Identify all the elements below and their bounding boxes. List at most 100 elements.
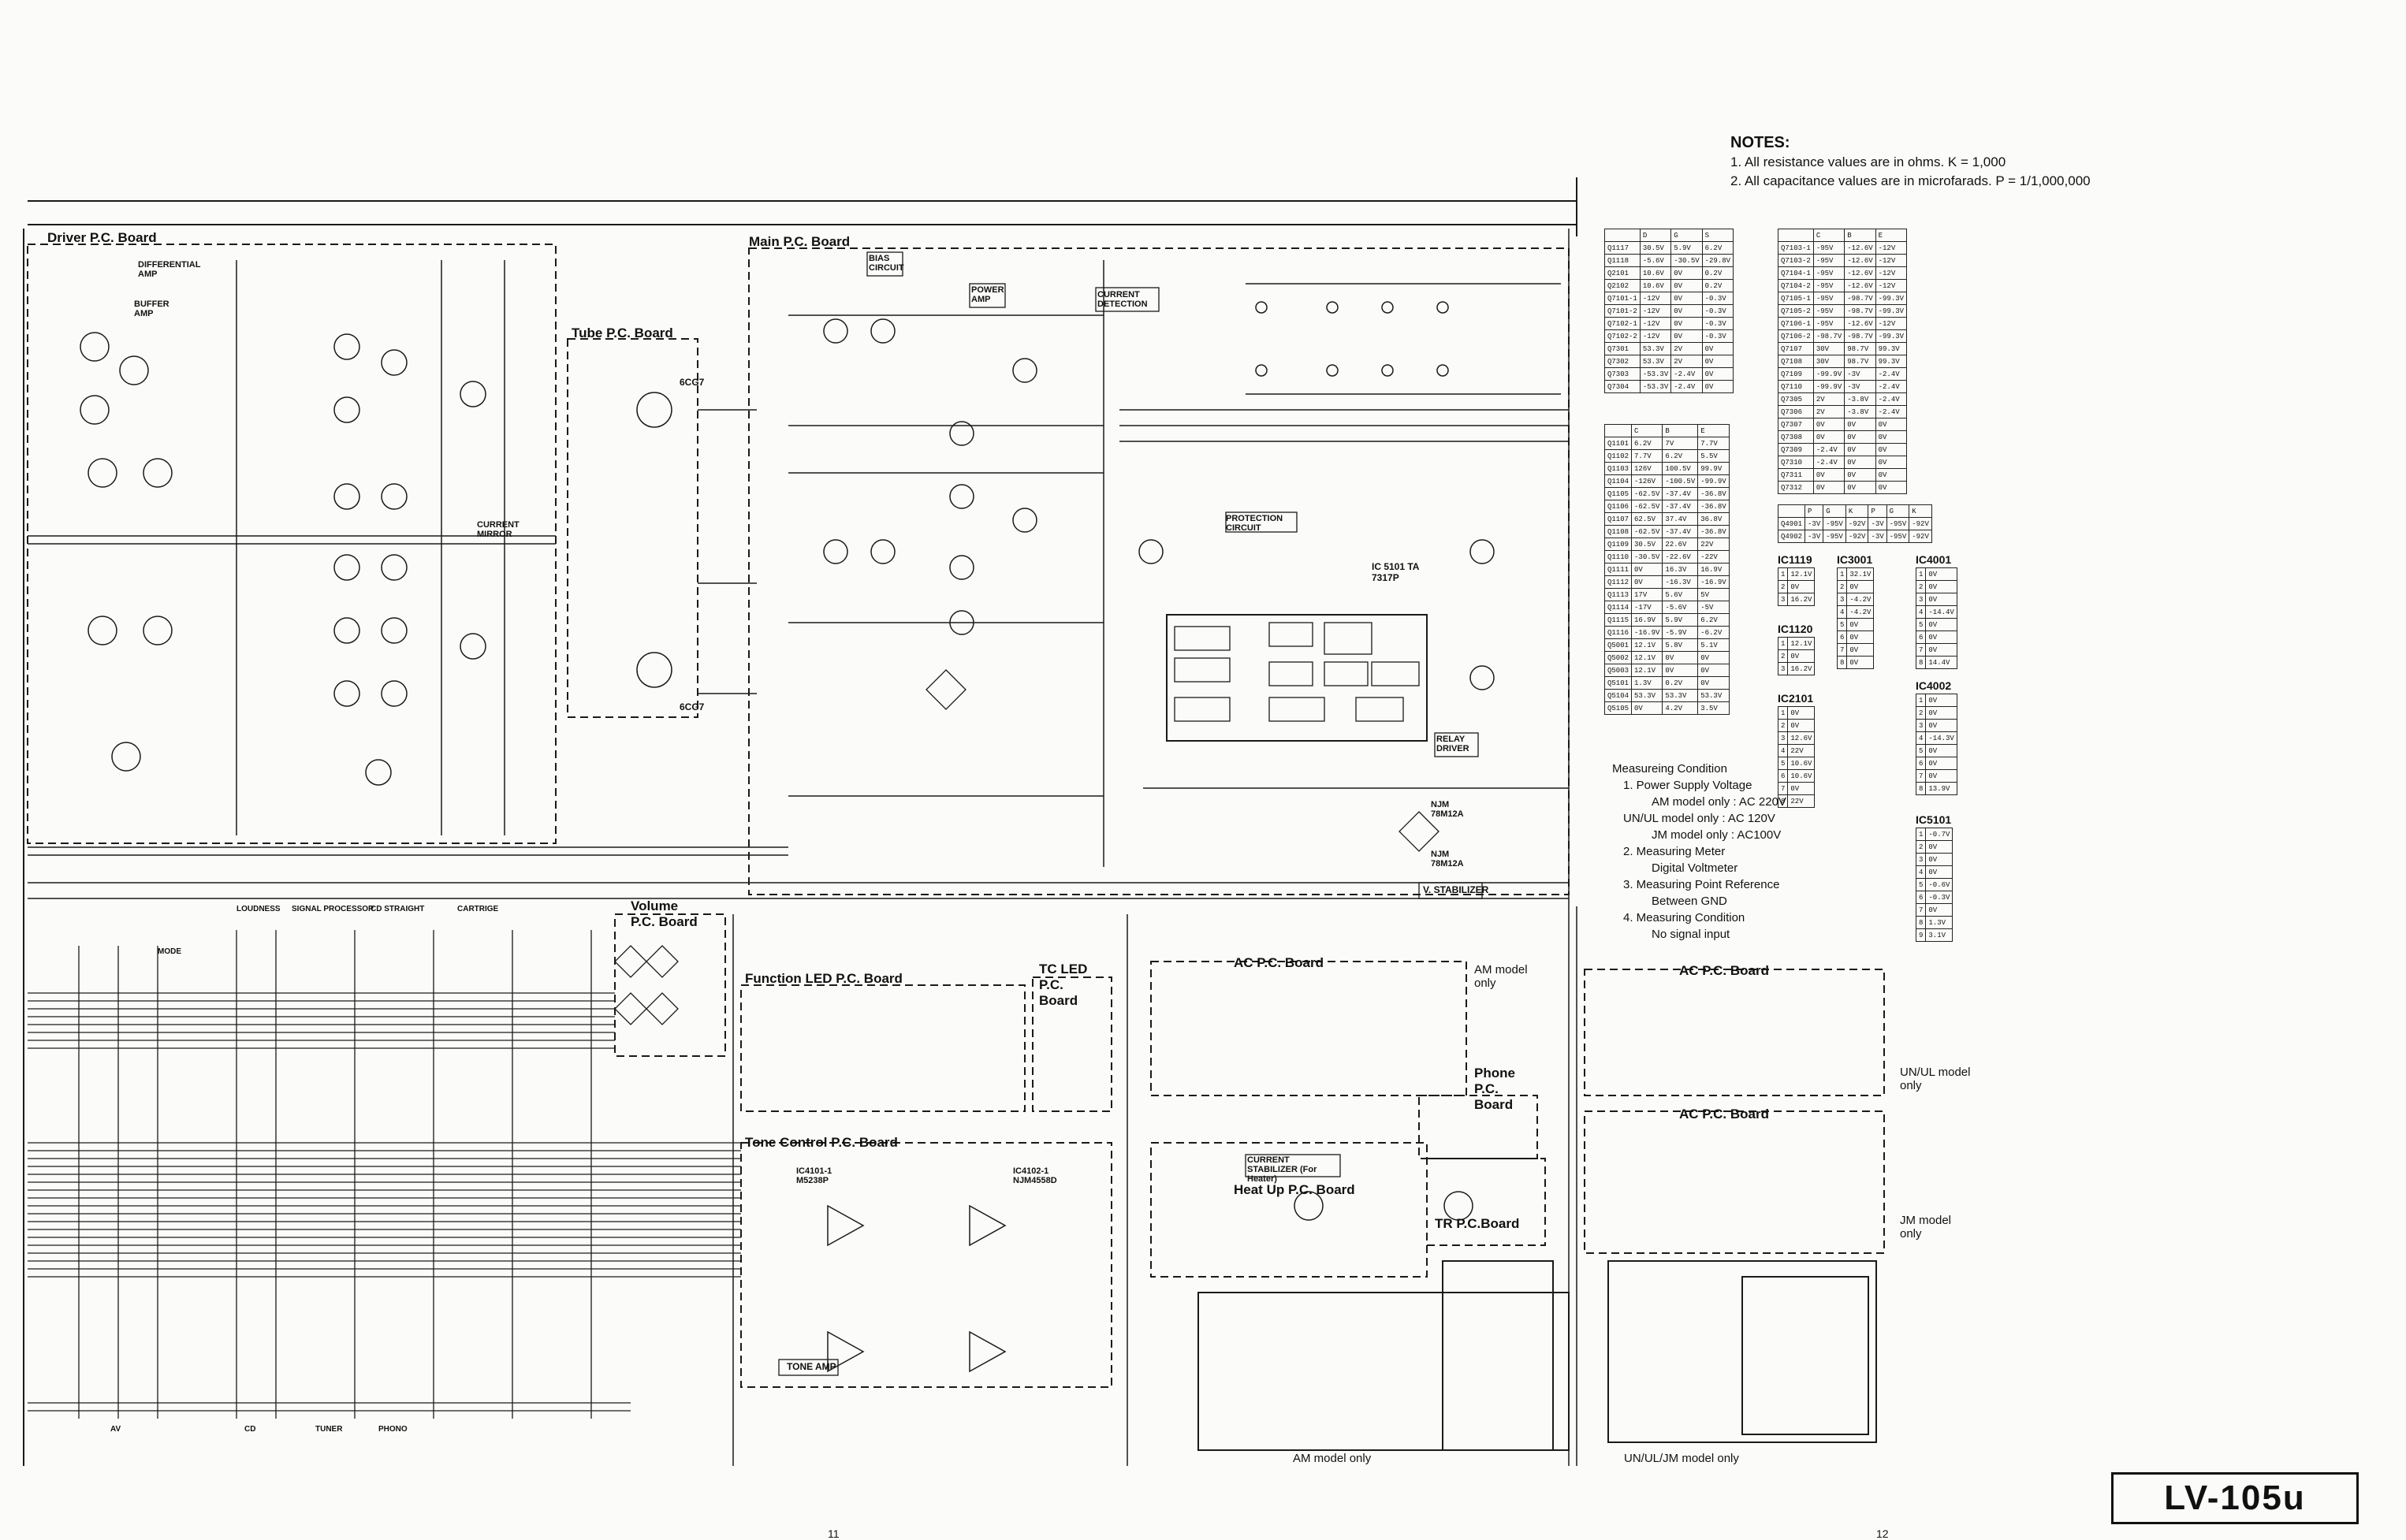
table-cell: 16.2V [1787, 662, 1816, 675]
table-cell: 10.6V [1787, 757, 1816, 770]
table-cell: -2.4V [1670, 367, 1703, 381]
table-cell: 98.7V [1844, 342, 1876, 355]
table-cell: 0V [1925, 694, 1957, 707]
table-cell: 0V [1697, 664, 1730, 677]
table-cell: -12.6V [1844, 317, 1876, 330]
tc-led-board-label: TC LED P.C. Board [1039, 962, 1088, 1008]
table-cell: -12V [1639, 329, 1672, 343]
main-board-label: Main P.C. Board [749, 234, 851, 249]
table-cell: Q1110 [1603, 550, 1633, 564]
table-cell: -12V [1639, 317, 1672, 330]
table-cell: -99.3V [1875, 292, 1908, 305]
table-cell: 4 [1836, 605, 1848, 619]
table-cell: Q5104 [1603, 689, 1633, 702]
am-model-only-top: AM model only [1474, 963, 1528, 990]
table-cell: 0V [1787, 719, 1816, 732]
table-cell: 0V [1875, 481, 1908, 494]
table-cell: Q4901 [1777, 517, 1806, 530]
table-cell: -12.6V [1844, 254, 1876, 267]
table-cell: Q1112 [1603, 575, 1633, 589]
table-cell: Q7107 [1778, 342, 1814, 355]
table-row: Q7106-2-98.7V-98.7V-99.3V [1778, 329, 1908, 343]
measuring-line: 4. Measuring Condition [1623, 911, 1745, 924]
table-cell: 30V [1812, 342, 1845, 355]
table-cell: Q7110 [1778, 380, 1814, 393]
table-cell: -92V [1845, 530, 1869, 543]
tone-control-board-outline [740, 1142, 1112, 1388]
table-cell: Q7311 [1778, 468, 1814, 482]
table-cell: 4 [1915, 865, 1927, 879]
table-cell: 7 [1915, 769, 1927, 783]
table-cell: 0.2V [1701, 279, 1734, 292]
table-cell: 4.2V [1662, 701, 1699, 715]
table-cell: 6.2V [1631, 437, 1663, 450]
table-cell: 8 [1915, 656, 1927, 669]
table-cell: 7 [1915, 903, 1927, 917]
table-cell: 0V [1925, 618, 1957, 631]
table-cell: Q4902 [1777, 530, 1806, 543]
ac-jm-board-outline [1584, 1110, 1885, 1254]
table-cell: 6 [1915, 631, 1927, 644]
heat-up-board-label: Heat Up P.C. Board [1234, 1182, 1355, 1197]
table-cell: 0V [1670, 317, 1703, 330]
table-cell: -16.3V [1662, 575, 1699, 589]
table-cell: -29.8V [1701, 254, 1734, 267]
table-cell: 5 [1915, 744, 1927, 757]
table-cell: Q7302 [1604, 355, 1641, 368]
table-cell: 2V [1670, 342, 1703, 355]
table-header-cell: E [1875, 229, 1908, 242]
table-cell: -0.3V [1701, 317, 1734, 330]
table-cell: 0.2V [1701, 266, 1734, 280]
table-cell: Q7309 [1778, 443, 1814, 456]
table-cell: -98.7V [1844, 329, 1876, 343]
table-cell: -3.8V [1844, 392, 1876, 406]
table-cell: 5V [1697, 588, 1730, 601]
tuner-label: TUNER [315, 1425, 343, 1434]
measuring-title: Measureing Condition [1612, 762, 1727, 776]
table-cell: 1 [1777, 706, 1789, 720]
table-cell: 30.5V [1639, 241, 1672, 255]
table-cell: 3 [1915, 853, 1927, 866]
table-cell: -92V [1909, 517, 1932, 530]
table-cell: Q7303 [1604, 367, 1641, 381]
table-cell: 0V [1844, 468, 1876, 482]
tube-board-outline [567, 338, 698, 718]
table-cell: Q7108 [1778, 355, 1814, 368]
table-cell: -14.4V [1925, 605, 1957, 619]
table-row: Q1110-30.5V-22.6V-22V [1603, 550, 1730, 564]
table-cell: 30V [1812, 355, 1845, 368]
table-cell: 4 [1915, 731, 1927, 745]
table-cell: -16.9V [1697, 575, 1730, 589]
table-cell: -126V [1631, 474, 1663, 488]
table-cell: 7V [1662, 437, 1699, 450]
table-cell: Q7105-2 [1778, 304, 1814, 318]
table-cell: 0V [1701, 355, 1734, 368]
table-cell: -12V [1875, 266, 1908, 280]
table-row: Q1114-17V-5.6V-5V [1603, 601, 1730, 614]
ic-table-title: IC4001 [1916, 553, 1952, 566]
table-cell: 3 [1836, 593, 1848, 606]
table-cell: 126V [1631, 462, 1663, 475]
table-row: 1-0.7V [1915, 828, 1953, 841]
table-cell: -30.5V [1631, 550, 1663, 564]
table-cell: 3.1V [1925, 928, 1953, 942]
table-cell: -53.3V [1639, 380, 1672, 393]
table-cell: -36.8V [1697, 487, 1730, 500]
